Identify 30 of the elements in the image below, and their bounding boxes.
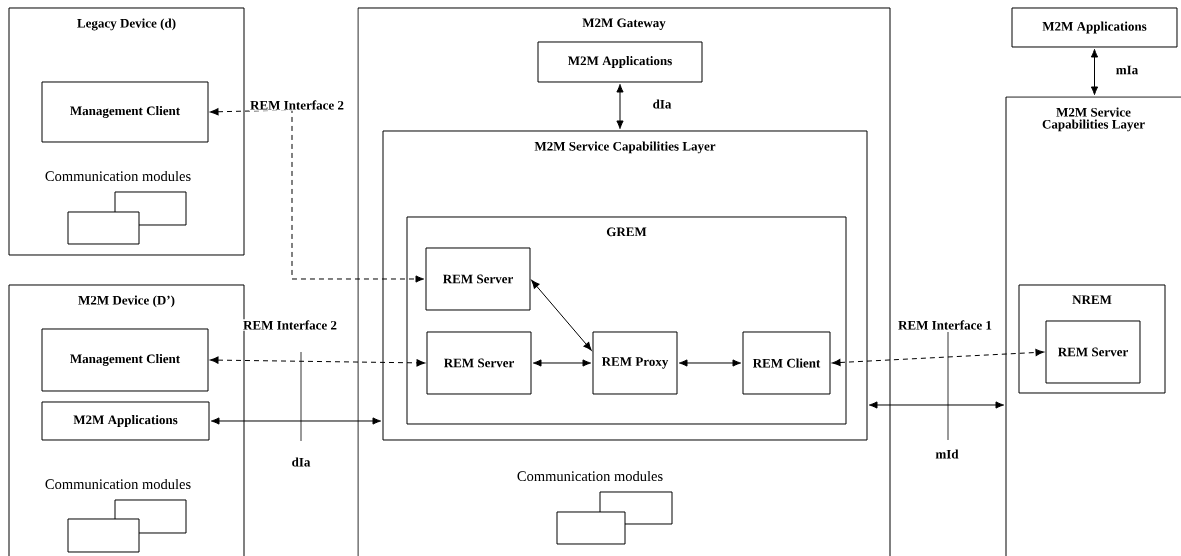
module-box [67,211,140,245]
component-box: REM Server [425,247,531,311]
edge-label: REM Interface 2 [249,99,345,111]
arrow [831,348,1045,367]
arrow [868,401,1005,409]
arrow [209,356,426,367]
component-box: M2M Applications [537,41,703,83]
component-box: Management Client [41,81,209,143]
component-box: REM Client [742,331,831,395]
component-box: Management Client [41,328,209,392]
edge-label: REM Interface 1 [897,319,993,331]
component-box: REM Server [1045,320,1141,384]
component-box: REM Proxy [592,331,678,395]
edge-label: REM Interface 2 [242,319,338,331]
arrow [678,359,742,367]
edge-label: dIa [290,456,312,468]
arrow [209,108,425,283]
component-box: M2M Applications [41,401,210,441]
edge-label: mId [934,448,960,460]
edge-label: dIa [651,98,673,110]
module-box [556,511,626,545]
component-box: REM Server [426,331,532,395]
component-box: M2M Applications [1011,7,1178,48]
module-box [67,518,140,553]
edge-label: mIa [1114,64,1140,76]
arrow [1090,48,1099,96]
arrow [532,359,592,367]
arrow [531,279,592,351]
arrow [210,417,382,425]
arrow [616,83,624,130]
